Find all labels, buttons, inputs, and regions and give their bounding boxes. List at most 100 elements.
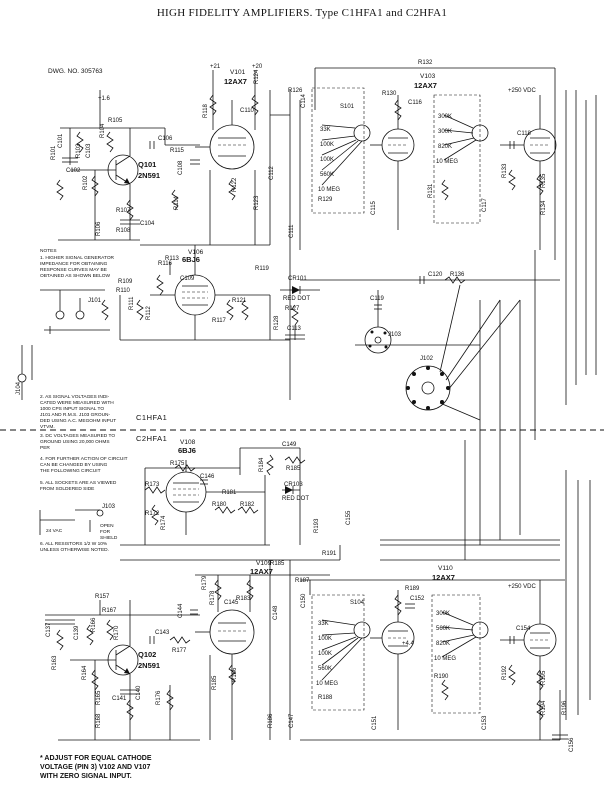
r114-label: R114 — [174, 195, 180, 210]
c154-label: C154 — [516, 626, 531, 632]
r129-label: R129 — [318, 197, 333, 203]
q101-wiring — [56, 90, 200, 241]
note4-l3: THE FOLLOWING CIRCUIT — [40, 468, 101, 474]
v109-wiring — [120, 545, 341, 740]
c145-label: C145 — [224, 600, 239, 606]
c141-label: C141 — [112, 696, 127, 702]
c104-label: C104 — [140, 221, 155, 227]
r195-label: R195 — [541, 670, 547, 685]
r121-label: R121 — [232, 298, 247, 304]
r175-label: R175 — [170, 461, 185, 467]
c149-label: C149 — [282, 442, 297, 448]
tube-v110-b — [500, 580, 568, 740]
v110-net-3: 10 MEG — [434, 656, 456, 662]
note2-l5: DED USING A.C. MEGOHM INPUT — [40, 418, 116, 424]
s104-v0: 33K — [318, 621, 329, 627]
transistor-q102: Q102 2N591 — [107, 644, 160, 676]
c155-label: C155 — [346, 510, 352, 525]
note5-l2: FROM SOLDERED SIDE — [40, 486, 94, 492]
c115-label: C115 — [371, 200, 377, 215]
section-upper-label: C1HFA1 — [136, 413, 167, 422]
note2-l6: VTVM. — [40, 424, 55, 430]
c119-label: C119 — [370, 296, 385, 302]
right-edge-bus — [565, 90, 597, 720]
c103-label: C103 — [86, 143, 92, 158]
r164-label: R164 — [82, 665, 88, 680]
r163-label: R163 — [52, 655, 58, 670]
r117-label: R117 — [212, 318, 227, 324]
v103-net-0: 300K — [438, 114, 452, 120]
v108-name: V108 — [180, 439, 196, 446]
v110-name: V110 — [438, 565, 453, 572]
note4-l2: CAN BE CHANGED BY USING — [40, 462, 108, 468]
r166-label: R166 — [91, 617, 97, 632]
note6-l2: UNLESS OTHERWISE NOTED. — [40, 547, 109, 553]
r190-label: R190 — [434, 674, 449, 680]
v103-net-1: 300K — [438, 129, 452, 135]
r122-label: R122 — [232, 177, 238, 192]
s101-v1: 100K — [320, 142, 334, 148]
r185b-label: R185 — [270, 561, 285, 567]
j101-label: J101 — [88, 298, 102, 304]
red-dot-2: RED DOT — [282, 496, 309, 502]
c108-label: C108 — [178, 160, 184, 175]
c147-label: C147 — [289, 713, 295, 728]
channel-c1hfa1: Q101 2N591 R101 R102 — [16, 60, 560, 440]
c153-label: C153 — [482, 715, 488, 730]
c110-label: C110 — [240, 108, 255, 114]
c139-label: C139 — [74, 625, 80, 640]
r133-label: R133 — [502, 163, 508, 178]
r176-label: R176 — [156, 690, 162, 705]
c113-label: C113 — [287, 326, 302, 332]
v106-name: V106 — [188, 249, 204, 256]
r184-label: R186 — [232, 667, 238, 682]
v103-plate: +250 VDC — [508, 88, 537, 94]
section-lower-label: C2HFA1 — [136, 434, 167, 443]
r103-label: R103 — [76, 143, 82, 158]
r192-label: R192 — [502, 665, 508, 680]
r191-label: R191 — [322, 551, 337, 557]
c114-label: C114 — [301, 93, 307, 108]
lower-bus — [300, 440, 560, 741]
c150-label: C150 — [301, 593, 307, 608]
footnote-l2: VOLTAGE (PIN 3) V102 AND V107 — [40, 764, 150, 771]
notes-header: NOTES — [40, 248, 57, 254]
v106-type: 6BJ6 — [182, 255, 200, 264]
c101-label: C101 — [58, 133, 64, 148]
r185-label: R185 — [212, 675, 218, 690]
v109-name: V109 — [256, 560, 272, 567]
v101-plate-voltage: +21 — [210, 64, 221, 70]
switch-s101: S101 — [311, 87, 371, 214]
r168-label: R168 — [96, 713, 102, 728]
c118-label: C118 — [517, 131, 532, 137]
diode-cr101 — [280, 286, 320, 340]
tube-v102 — [370, 95, 415, 230]
open-l1: OPEN — [100, 523, 114, 529]
tube-v106: V106 6BJ6 — [150, 245, 216, 340]
note2-l1: 2. AS SIGNAL VOLTAGES INDI- — [40, 394, 110, 400]
v101-voltage: +1.6 — [98, 96, 111, 102]
c152-label: C152 — [410, 596, 425, 602]
j102-label: J102 — [420, 356, 434, 362]
s101-v2: 100K — [320, 157, 334, 163]
v103-network — [433, 94, 489, 224]
q101-type: 2N591 — [138, 171, 160, 180]
r119-label: R119 — [255, 266, 270, 272]
red-dot-1: RED DOT — [283, 296, 310, 302]
note4-l1: 4. FOR FURTHER ACTION OF CIRCUIT — [40, 456, 128, 462]
tube-v109: V109 12AX7 — [209, 560, 273, 655]
r173-label: R173 — [145, 482, 160, 488]
r116-label: R116 — [158, 261, 173, 267]
page-title: HIGH FIDELITY AMPLIFIERS. Type C1HFA1 an… — [157, 7, 447, 19]
c148-label: C148 — [273, 605, 279, 620]
tube-v110-a — [370, 590, 415, 730]
s104-label: S104 — [350, 600, 365, 606]
r170-label: R170 — [114, 625, 120, 640]
upper-bus — [289, 67, 556, 400]
s104-v4: 10 MEG — [316, 681, 338, 687]
v101-grid-voltage: +20 — [252, 64, 263, 70]
v106-wiring — [101, 262, 290, 341]
q102-name: Q102 — [138, 650, 156, 659]
s101-v0: 33K — [320, 127, 331, 133]
footnote-l1: * ADJUST FOR EQUAL CATHODE — [40, 755, 152, 762]
